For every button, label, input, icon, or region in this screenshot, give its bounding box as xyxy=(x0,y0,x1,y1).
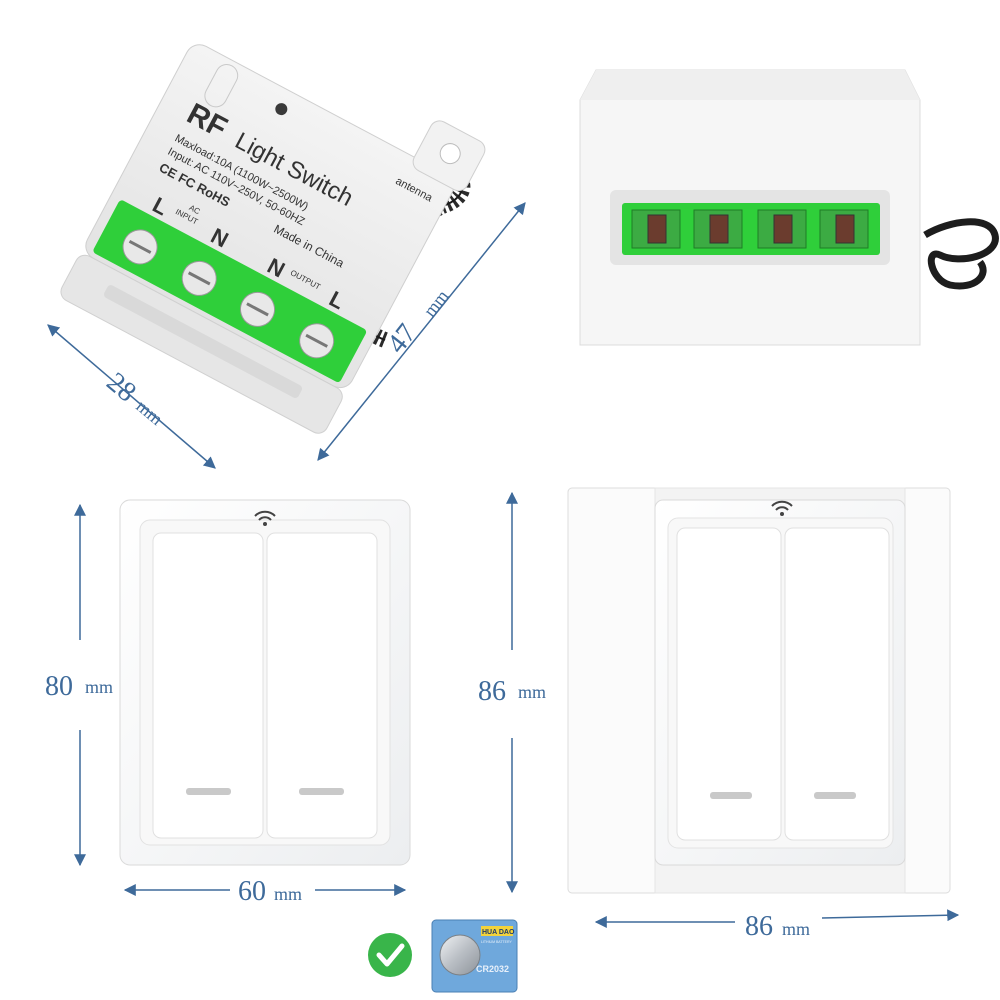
small-width-unit: mm xyxy=(274,884,302,904)
small-left-indicator xyxy=(186,788,231,795)
large-switch xyxy=(567,487,951,894)
antenna-wire xyxy=(923,218,999,290)
large-height-unit: mm xyxy=(518,682,546,702)
large-width-unit: mm xyxy=(782,919,810,939)
battery-model: CR2032 xyxy=(476,964,509,974)
side-terminal-slots xyxy=(631,209,869,249)
small-height-value: 80 xyxy=(45,671,73,702)
large-right-indicator xyxy=(814,792,856,799)
wifi-icon xyxy=(254,510,276,526)
large-height-dimension: 86 mm xyxy=(478,491,546,894)
small-width-value: 60 xyxy=(238,876,266,907)
side-terminal-block xyxy=(622,203,880,255)
relay-length-unit: mm xyxy=(419,286,452,320)
relay-side-view xyxy=(579,69,999,346)
status-led xyxy=(275,103,288,116)
relay-length-value: 47 xyxy=(381,318,423,359)
large-width-dimension: 86 mm xyxy=(594,909,960,942)
pair-button xyxy=(204,64,239,108)
small-switch xyxy=(119,499,411,866)
large-height-value: 86 xyxy=(478,676,506,707)
coin-cell xyxy=(439,934,481,976)
small-switch-left-rocker xyxy=(152,532,264,839)
battery-brand: HUA DAO xyxy=(482,929,515,936)
battery-subtext: LITHIUM BATTERY xyxy=(481,940,512,944)
terminal-block xyxy=(93,200,367,383)
small-right-indicator xyxy=(299,788,344,795)
check-icon xyxy=(368,933,412,977)
small-height-unit: mm xyxy=(85,677,113,697)
large-width-value: 86 xyxy=(745,911,773,942)
small-switch-right-rocker xyxy=(266,532,378,839)
large-switch-left-rocker xyxy=(676,527,782,841)
small-width-dimension: 60 mm xyxy=(123,876,407,907)
battery-package: HUA DAO LITHIUM BATTERY CR2032 xyxy=(431,919,518,993)
relay-width-value: 28 xyxy=(101,367,142,409)
large-left-indicator xyxy=(710,792,752,799)
small-height-dimension: 80 mm xyxy=(45,503,113,867)
wifi-icon xyxy=(771,500,793,516)
large-switch-right-rocker xyxy=(784,527,890,841)
